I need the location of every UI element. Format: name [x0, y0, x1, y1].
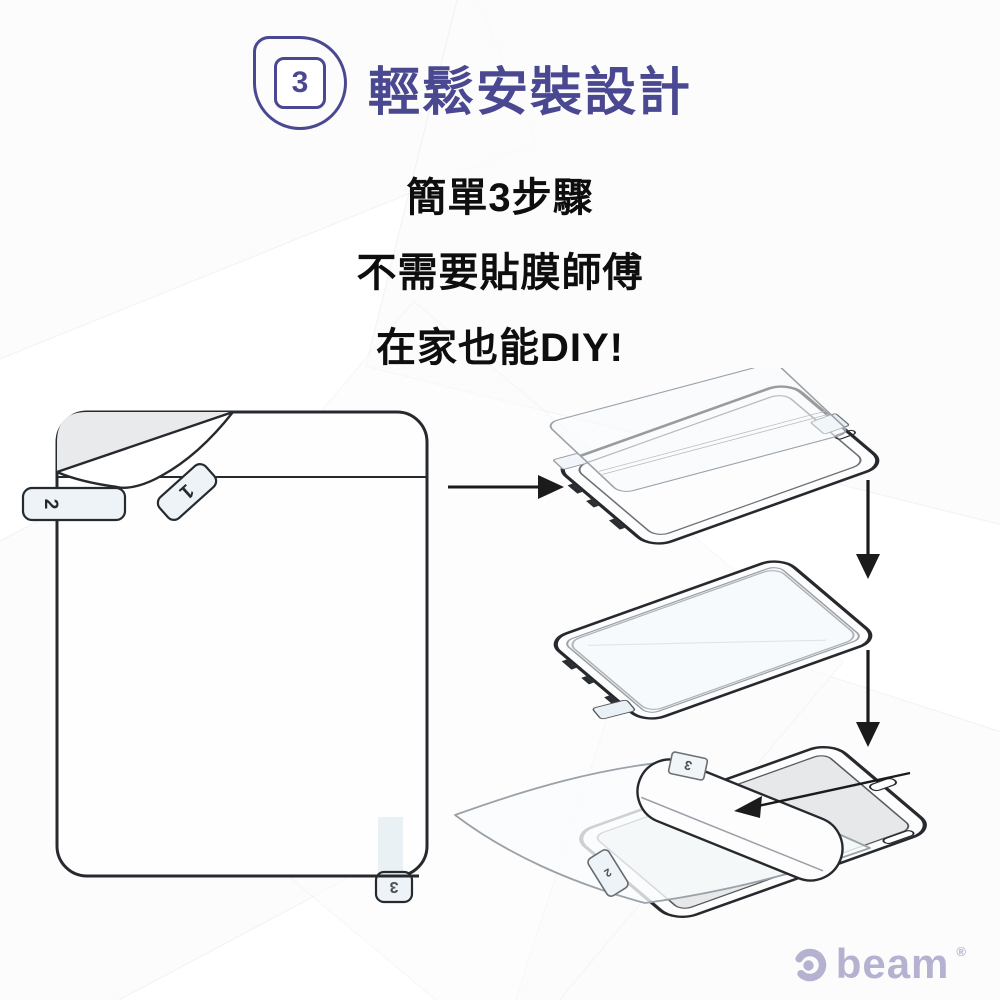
subtitle-line-3: 在家也能DIY! — [376, 326, 624, 370]
registered-mark: ® — [956, 944, 966, 959]
step-2-tablet — [553, 560, 873, 720]
logo-text: beam — [835, 940, 950, 987]
step-1-film-tab — [553, 453, 588, 470]
step-3-peeled-sheet — [454, 760, 871, 904]
peel-arrow-icon — [734, 771, 911, 818]
subtitle-line-2: 不需要貼膜師傅 — [356, 251, 644, 295]
brand-logo: beam ® — [791, 940, 966, 987]
section-badge: 3 — [253, 36, 347, 130]
page-title: 輕鬆安裝設計 — [368, 64, 693, 122]
step-2-applied-film — [566, 567, 860, 713]
step-3-peel-tab-label: 3 — [682, 757, 693, 773]
step-3-edge-tab-label: 2 — [602, 865, 614, 878]
arrow-down-icon-1 — [856, 480, 880, 579]
step-3-illustration: 3 2 — [454, 746, 927, 918]
step-1-hovering-film — [549, 368, 847, 492]
step-3-peel-tab: 3 — [667, 751, 709, 781]
step-3-peel-curl — [636, 758, 844, 882]
arrow-right-icon — [448, 475, 564, 499]
film-peel-flap — [55, 410, 235, 489]
step-2-illustration — [553, 560, 873, 720]
arrow-down-icon-2 — [856, 650, 880, 747]
installation-steps-illustration: 3 2 — [448, 368, 927, 918]
film-tab-1: 1 — [156, 463, 218, 521]
step-2-film-tab — [592, 699, 636, 720]
film-tab-3: 3 — [374, 870, 414, 904]
film-sheet — [55, 410, 429, 878]
beam-eye-icon — [793, 948, 826, 982]
film-tab-2: 2 — [21, 486, 127, 522]
film-bottom-strip — [378, 817, 403, 875]
step-1-illustration — [549, 368, 880, 545]
step-3-edge-tab: 2 — [587, 849, 629, 897]
badge-number: 3 — [274, 57, 326, 109]
film-tab-2-label: 2 — [40, 499, 61, 510]
film-illustration: 1 2 3 — [21, 410, 429, 904]
film-tab-3-label: 3 — [389, 878, 398, 895]
subtitle-line-1: 簡單3步驟 — [406, 176, 594, 220]
